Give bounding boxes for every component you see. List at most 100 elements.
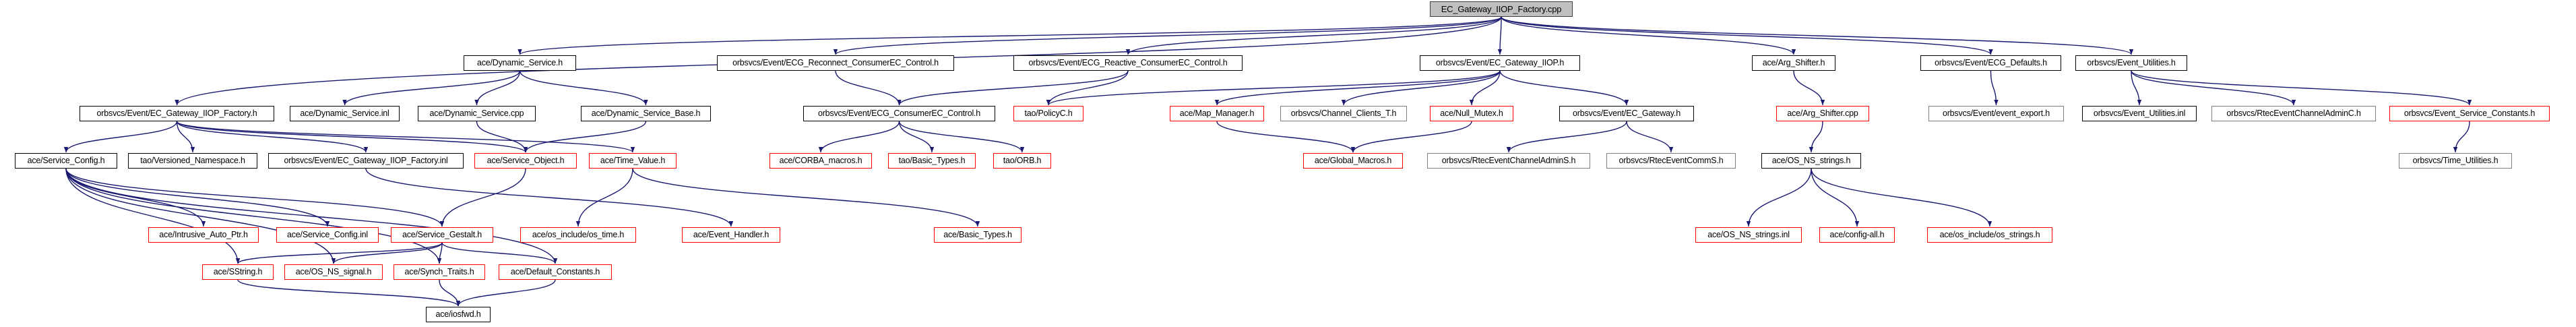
graph-node[interactable]: ace/OS_NS_strings.h <box>1761 153 1861 169</box>
graph-node[interactable]: ace/OS_NS_strings.inl <box>1695 227 1802 243</box>
graph-node[interactable]: ace/Global_Macros.h <box>1303 153 1403 169</box>
graph-node-label: ace/Event_Handler.h <box>693 230 769 240</box>
graph-node-label: ace/OS_NS_strings.h <box>1771 156 1851 166</box>
graph-node[interactable]: orbsvcs/Event_Utilities.inl <box>2082 106 2197 121</box>
graph-node[interactable]: ace/Default_Constants.h <box>499 264 612 280</box>
graph-edge <box>474 70 521 106</box>
graph-node-label: ace/Map_Manager.h <box>1179 109 1255 119</box>
graph-edge <box>1501 16 1796 55</box>
graph-edge <box>176 121 195 153</box>
graph-edge <box>365 168 734 227</box>
graph-edge <box>235 242 443 264</box>
graph-node[interactable]: ace/os_include/os_time.h <box>520 227 636 243</box>
graph-node[interactable]: ace/CORBA_macros.h <box>769 153 872 169</box>
graph-node-label: ace/os_include/os_strings.h <box>1939 230 2040 240</box>
graph-edge <box>2131 70 2142 106</box>
graph-edge <box>898 121 1025 153</box>
graph-node[interactable]: orbsvcs/Event/EC_Gateway.h <box>1559 106 1694 121</box>
graph-node-label: ace/Service_Object.h <box>486 156 565 166</box>
graph-node[interactable]: tao/ORB.h <box>993 153 1051 169</box>
graph-node-label: ace/config-all.h <box>1829 230 1885 240</box>
graph-node[interactable]: ace/config-all.h <box>1819 227 1895 243</box>
graph-edge <box>1125 16 1502 55</box>
graph-node-label: orbsvcs/Event/event_export.h <box>1942 109 2050 119</box>
graph-edge <box>237 279 461 307</box>
graph-node-label: EC_Gateway_IIOP_Factory.cpp <box>1441 4 1562 14</box>
graph-node-label: ace/Dynamic_Service.cpp <box>429 109 524 119</box>
graph-edge <box>2131 70 2296 106</box>
graph-node[interactable]: ace/Map_Manager.h <box>1170 106 1264 121</box>
graph-node-label: ace/Arg_Shifter.cpp <box>1787 109 1858 119</box>
graph-node-label: ace/os_include/os_time.h <box>532 230 625 240</box>
graph-node[interactable]: ace/Service_Config.inl <box>276 227 379 243</box>
graph-node[interactable]: tao/Versioned_Namespace.h <box>128 153 257 169</box>
graph-node[interactable]: ace/iosfwd.h <box>426 307 491 322</box>
graph-edge <box>439 279 461 307</box>
graph-node[interactable]: ace/OS_NS_signal.h <box>284 264 383 280</box>
graph-node[interactable]: ace/Service_Gestalt.h <box>391 227 493 243</box>
graph-node[interactable]: orbsvcs/Channel_Clients_T.h <box>1280 106 1407 121</box>
graph-node[interactable]: orbsvcs/Event/ECG_Reconnect_ConsumerEC_C… <box>717 55 954 71</box>
graph-edge <box>1626 121 1674 153</box>
graph-node[interactable]: ace/Event_Handler.h <box>682 227 780 243</box>
graph-node[interactable]: orbsvcs/Event_Utilities.h <box>2075 55 2187 71</box>
graph-node[interactable]: ace/Time_Value.h <box>589 153 677 169</box>
graph-node-label: orbsvcs/Event/EC_Gateway_IIOP_Factory.h <box>96 109 257 119</box>
graph-node[interactable]: orbsvcs/RtecEventChannelAdminS.h <box>1427 153 1590 169</box>
graph-edge <box>1811 168 1860 227</box>
graph-node[interactable]: ace/Dynamic_Service.cpp <box>418 106 536 121</box>
graph-node-label: ace/SString.h <box>213 267 263 277</box>
graph-node-label: orbsvcs/Event_Utilities.h <box>2087 58 2176 68</box>
graph-node[interactable]: ace/Service_Config.h <box>15 153 117 169</box>
graph-node[interactable]: ace/Null_Mutex.h <box>1430 106 1513 121</box>
graph-edge <box>1809 121 1823 153</box>
graph-edge <box>455 279 556 307</box>
graph-node-label: ace/Dynamic_Service.h <box>476 58 563 68</box>
graph-edge <box>65 168 558 264</box>
graph-node[interactable]: orbsvcs/Event/ECG_ConsumerEC_Control.h <box>803 106 995 121</box>
graph-node-label: orbsvcs/Event/ECG_Defaults.h <box>1935 58 2047 68</box>
graph-node[interactable]: orbsvcs/Event/EC_Gateway_IIOP_Factory.in… <box>268 153 464 169</box>
graph-edge <box>1497 16 1503 55</box>
graph-node[interactable]: orbsvcs/RtecEventCommS.h <box>1606 153 1736 169</box>
graph-edge <box>65 168 330 227</box>
graph-edge <box>176 121 369 153</box>
graph-node[interactable]: ace/Arg_Shifter.h <box>1752 55 1835 71</box>
graph-node[interactable]: orbsvcs/Time_Utilities.h <box>2399 153 2512 169</box>
graph-node[interactable]: ace/Intrusive_Auto_Ptr.h <box>148 227 259 243</box>
graph-node[interactable]: ace/Dynamic_Service_Base.h <box>581 106 711 121</box>
graph-node[interactable]: ace/Service_Object.h <box>474 153 577 169</box>
graph-node[interactable]: ace/SString.h <box>202 264 274 280</box>
graph-edge <box>1350 121 1472 153</box>
graph-node[interactable]: ace/Arg_Shifter.cpp <box>1776 106 1869 121</box>
graph-node-label: ace/Service_Config.h <box>27 156 105 166</box>
graph-edge <box>65 168 336 264</box>
graph-node-label: ace/Dynamic_Service_Base.h <box>591 109 701 119</box>
graph-node[interactable]: orbsvcs/RtecEventChannelAdminC.h <box>2211 106 2376 121</box>
graph-node[interactable]: tao/PolicyC.h <box>1013 106 1083 121</box>
graph-node[interactable]: ace/Basic_Types.h <box>934 227 1022 243</box>
graph-node-root[interactable]: EC_Gateway_IIOP_Factory.cpp <box>1430 1 1573 17</box>
graph-node-label: ace/OS_NS_signal.h <box>295 267 372 277</box>
graph-node[interactable]: ace/os_include/os_strings.h <box>1927 227 2052 243</box>
graph-node[interactable]: ace/Dynamic_Service.inl <box>290 106 400 121</box>
graph-node[interactable]: orbsvcs/Event/ECG_Reactive_ConsumerEC_Co… <box>1013 55 1243 71</box>
graph-edge <box>523 121 647 153</box>
graph-node[interactable]: orbsvcs/Event/event_export.h <box>1928 106 2064 121</box>
graph-node[interactable]: orbsvcs/Event_Service_Constants.h <box>2389 106 2550 121</box>
graph-node-label: orbsvcs/Event/ECG_Reactive_ConsumerEC_Co… <box>1028 58 1228 68</box>
graph-node-label: tao/Versioned_Namespace.h <box>140 156 245 166</box>
graph-node[interactable]: orbsvcs/Event/ECG_Defaults.h <box>1920 55 2061 71</box>
graph-node[interactable]: tao/Basic_Types.h <box>888 153 976 169</box>
graph-edge <box>818 121 900 153</box>
graph-node-label: orbsvcs/RtecEventChannelAdminS.h <box>1441 156 1576 166</box>
graph-node[interactable]: orbsvcs/Event/EC_Gateway_IIOP_Factory.h <box>80 106 274 121</box>
graph-node[interactable]: ace/Dynamic_Service.h <box>464 55 576 71</box>
graph-node-label: ace/CORBA_macros.h <box>779 156 862 166</box>
graph-node-label: ace/Intrusive_Auto_Ptr.h <box>159 230 248 240</box>
graph-node[interactable]: ace/Synch_Traits.h <box>394 264 485 280</box>
graph-node-label: orbsvcs/Event/EC_Gateway_IIOP.h <box>1435 58 1565 68</box>
graph-node[interactable]: orbsvcs/Event/EC_Gateway_IIOP.h <box>1420 55 1580 71</box>
graph-edge <box>1501 16 1993 55</box>
graph-edge <box>437 242 443 264</box>
